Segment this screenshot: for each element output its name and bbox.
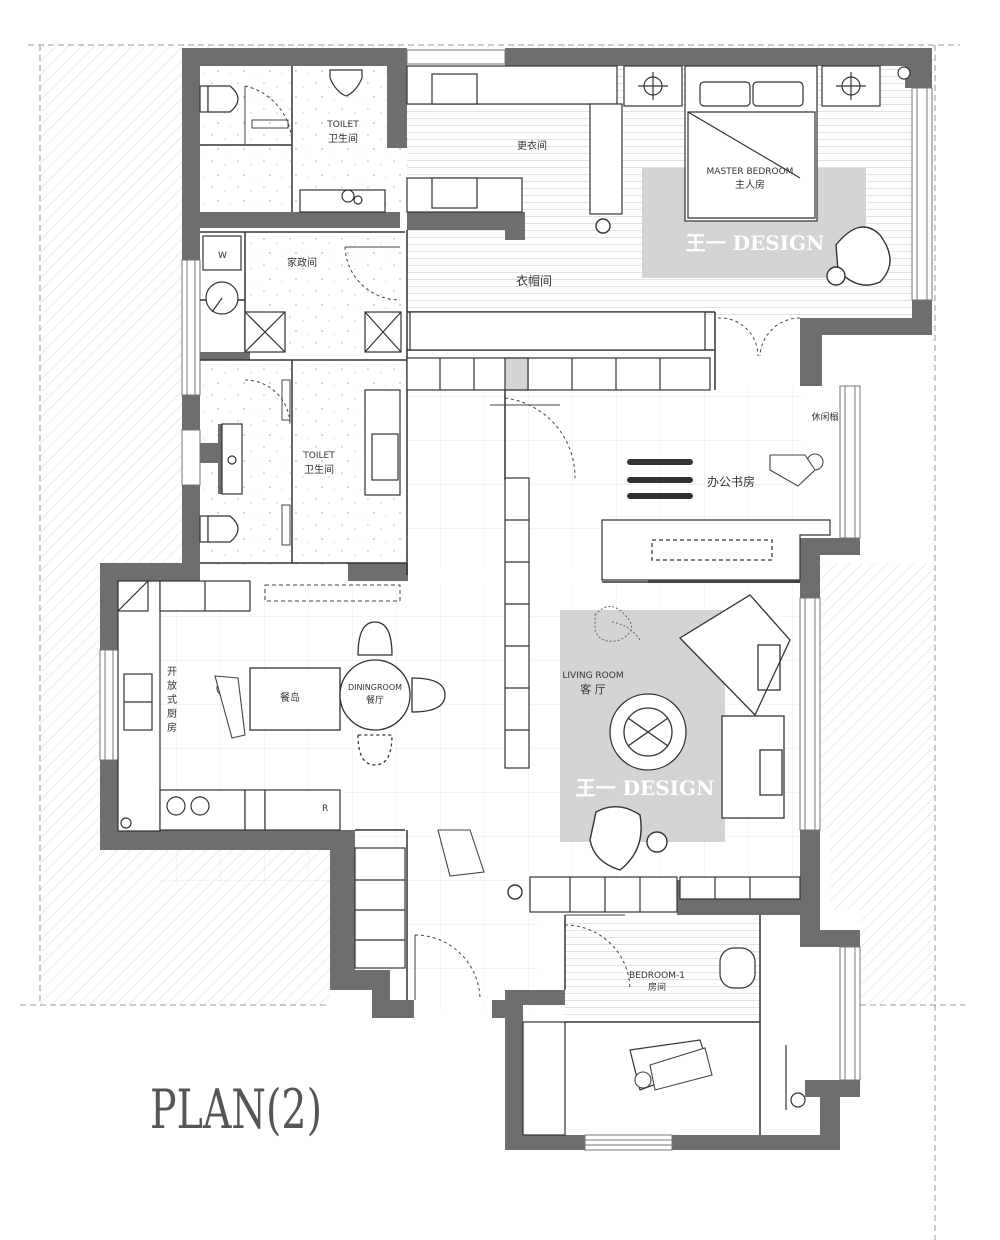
toilets xyxy=(199,69,363,543)
washing-machine-icon xyxy=(202,235,242,315)
kitchen-label-4: 厨 xyxy=(167,708,177,720)
living-en: LIVING ROOM xyxy=(562,671,623,681)
toilet-mid-en: TOILET xyxy=(302,451,335,461)
person-icon xyxy=(769,453,824,487)
person-icon xyxy=(214,675,246,739)
round-table-icon xyxy=(339,659,411,731)
master-bedroom-cn: 主人房 xyxy=(735,178,765,191)
sinks xyxy=(120,66,911,829)
watermark-master: 王一 DESIGN xyxy=(686,231,825,255)
toilet-icon xyxy=(199,515,239,543)
dining-cn: 餐厅 xyxy=(366,694,384,706)
lounge-chairs xyxy=(507,218,891,900)
watermark-living: 王一 DESIGN xyxy=(576,776,715,800)
master-bedroom-en: MASTER BEDROOM xyxy=(707,167,794,177)
plan-title: PLAN(2) xyxy=(150,1078,322,1141)
toilet-top-en: TOILET xyxy=(326,120,359,130)
kitchen-label-3: 式 xyxy=(167,693,177,706)
dining-set xyxy=(249,459,693,766)
toilet-icon xyxy=(329,69,363,97)
armchair-icon xyxy=(835,226,891,286)
fridge-mark: R xyxy=(322,804,328,814)
washer-mark: W xyxy=(218,251,227,261)
hob-burner-icon xyxy=(166,796,186,816)
doors xyxy=(244,85,801,1001)
cloakroom-label: 衣帽间 xyxy=(516,273,552,288)
cabinetry xyxy=(117,65,831,1136)
living-cn: 客 厅 xyxy=(580,682,606,696)
master-bed xyxy=(623,65,881,222)
windows xyxy=(99,49,933,1151)
study-label: 办公书房 xyxy=(707,474,755,489)
island-table-icon xyxy=(249,667,341,731)
island-label: 餐岛 xyxy=(280,691,300,704)
person-icon xyxy=(437,829,485,877)
toilet-top-cn: 卫生间 xyxy=(328,132,358,145)
hob-burner-icon xyxy=(190,796,210,816)
people-figures xyxy=(214,453,824,1091)
living-sofa xyxy=(609,594,791,819)
bedroom1-en: BEDROOM-1 xyxy=(629,971,685,981)
toilet-sink-icon xyxy=(371,433,399,481)
stool-icon xyxy=(719,947,756,989)
dining-en: DININGROOM xyxy=(348,683,402,692)
balcony-label: 休闲榻 xyxy=(811,411,838,423)
kitchen-label-2: 放 xyxy=(167,679,177,692)
person-icon xyxy=(634,1047,713,1091)
bedroom1-cn: 房间 xyxy=(648,981,666,993)
housework-label: 家政间 xyxy=(287,256,317,269)
kitchen-label-5: 房 xyxy=(167,721,177,734)
armchair-icon xyxy=(589,806,642,871)
plant-icon xyxy=(594,606,641,642)
dressing-sink-icon xyxy=(431,73,478,105)
toilet-mid-cn: 卫生间 xyxy=(304,463,334,476)
dressing-label: 更衣间 xyxy=(517,139,547,152)
toilet-icon xyxy=(199,85,239,113)
room-labels: TOILET 卫生间 更衣间 MASTER BEDROOM 主人房 家政间 衣帽… xyxy=(167,120,839,993)
dressing-sink-icon xyxy=(431,177,478,209)
kitchen-label-1: 开 xyxy=(167,667,177,678)
